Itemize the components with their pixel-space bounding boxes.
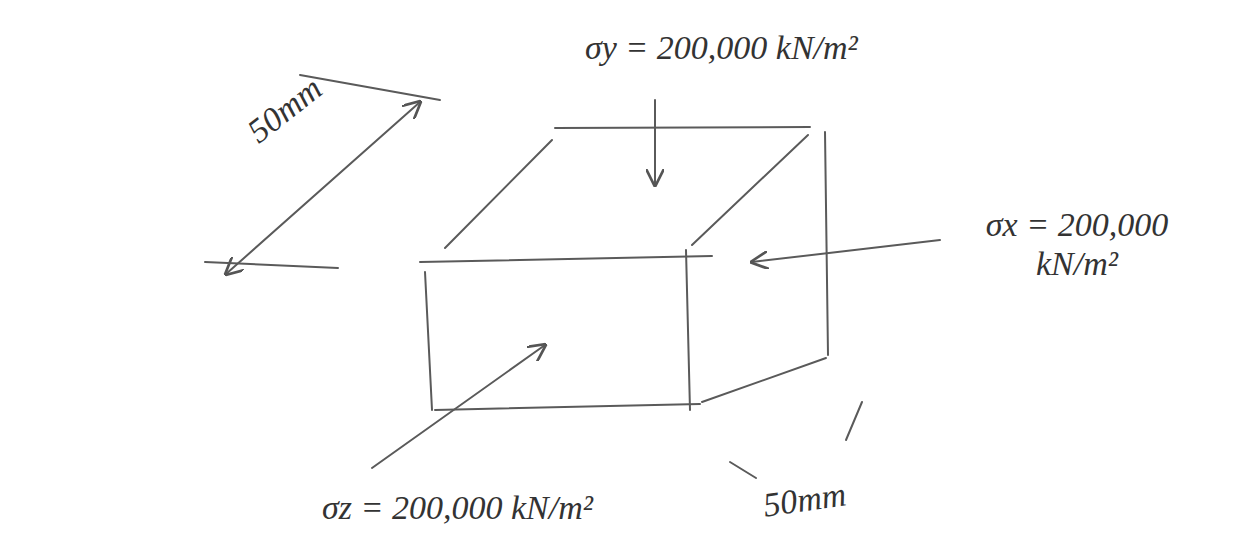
extension-line xyxy=(205,262,338,268)
stress-arrow xyxy=(654,100,656,185)
dimension-label: 50mm xyxy=(761,475,849,525)
stress-arrow xyxy=(372,345,545,468)
stress-arrow xyxy=(752,240,940,262)
cube-edge xyxy=(555,127,810,128)
dimension-tick xyxy=(846,402,862,440)
dimension-label: 50mm xyxy=(240,69,330,151)
cube-edge xyxy=(420,256,712,262)
cube-edge xyxy=(702,358,826,402)
dimension-tick xyxy=(730,462,756,478)
cube-edge xyxy=(425,272,432,410)
cube-edge xyxy=(435,404,700,410)
cube-edge xyxy=(825,132,828,355)
stress-label: σy = 200,000 kN/m² xyxy=(585,28,858,67)
cube-edge xyxy=(686,250,690,410)
stress-label: σx = 200,000 kN/m² xyxy=(952,205,1202,283)
cube-edge xyxy=(692,135,808,245)
stress-label: σz = 200,000 kN/m² xyxy=(322,488,593,527)
cube-edge xyxy=(445,140,552,248)
